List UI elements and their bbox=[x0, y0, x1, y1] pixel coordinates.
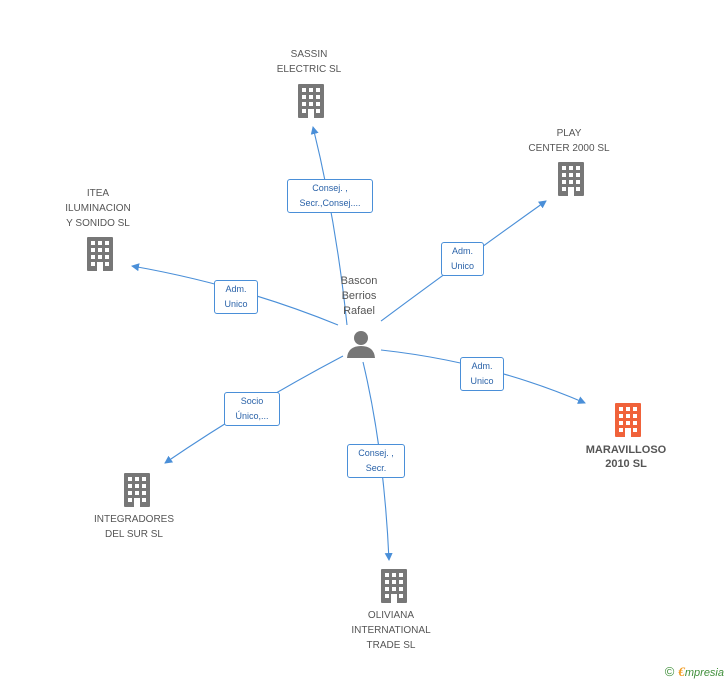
building-icon[interactable] bbox=[295, 83, 327, 124]
company-label-maravilloso[interactable]: MARAVILLOSO 2010 SL bbox=[585, 444, 667, 470]
building-icon[interactable] bbox=[121, 472, 153, 513]
relation-label-play[interactable]: Adm. Unico bbox=[441, 242, 484, 276]
edge-sassin bbox=[310, 126, 348, 326]
relation-label-integradores[interactable]: Socio Único,... bbox=[224, 392, 280, 426]
relation-label-maravilloso[interactable]: Adm. Unico bbox=[460, 357, 504, 391]
person-icon[interactable] bbox=[346, 330, 376, 358]
building-icon[interactable] bbox=[378, 568, 410, 609]
building-icon[interactable] bbox=[612, 402, 644, 443]
building-icon[interactable] bbox=[84, 236, 116, 277]
copyright-icon: © bbox=[664, 664, 675, 679]
company-label-play[interactable]: PLAY CENTER 2000 SL bbox=[528, 128, 610, 154]
company-label-integradores[interactable]: INTEGRADORES DEL SUR SL bbox=[93, 514, 175, 540]
empresia-logo-text: mpresia bbox=[684, 667, 724, 679]
brand-footer[interactable]: ©€mpresia bbox=[665, 664, 724, 680]
relation-label-sassin[interactable]: Consej. , Secr.,Consej.... bbox=[287, 179, 373, 213]
company-label-oliviana[interactable]: OLIVIANA INTERNATIONAL TRADE SL bbox=[351, 610, 431, 651]
empresia-logo-initial: € bbox=[678, 664, 685, 679]
building-icon[interactable] bbox=[555, 161, 587, 202]
company-label-itea[interactable]: ITEA ILUMINACION Y SONIDO SL bbox=[65, 188, 131, 229]
person-name-label[interactable]: Bascon Berrios Rafael bbox=[340, 275, 378, 317]
relation-label-oliviana[interactable]: Consej. , Secr. bbox=[347, 444, 405, 478]
relation-label-itea[interactable]: Adm. Unico bbox=[214, 280, 258, 314]
company-label-sassin[interactable]: SASSIN ELECTRIC SL bbox=[276, 49, 342, 75]
